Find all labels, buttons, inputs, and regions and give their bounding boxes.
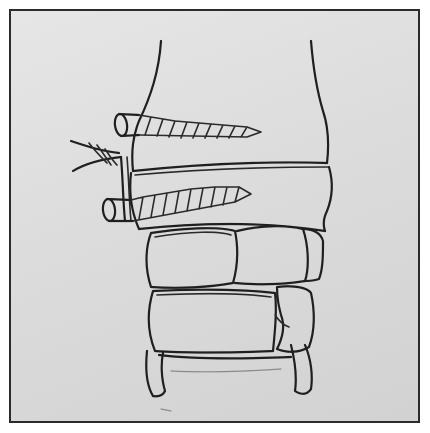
upper-bone (132, 41, 329, 175)
lower-block-row (149, 286, 314, 352)
upper-screw (114, 113, 261, 138)
lower-bone-segment (130, 167, 332, 231)
lower-fragments (146, 345, 312, 411)
upper-block-row (147, 226, 324, 288)
twisted-wire (71, 141, 131, 221)
sketch-drawing (11, 11, 418, 421)
sketch-photo (9, 9, 420, 423)
